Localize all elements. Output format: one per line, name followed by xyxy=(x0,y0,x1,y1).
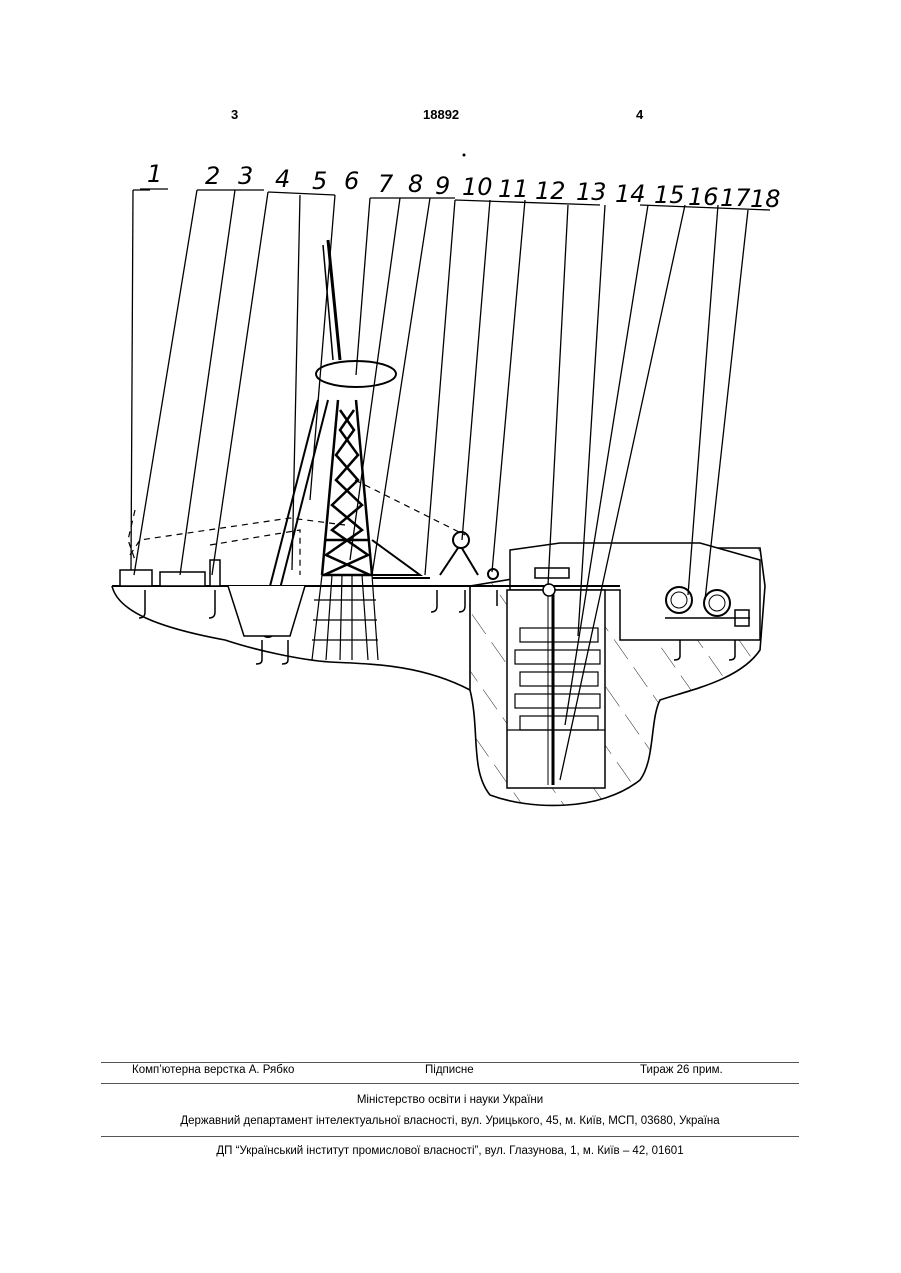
footer-rule-top xyxy=(101,1062,799,1063)
callout-label: 18 xyxy=(750,185,781,213)
layout-credit: Комп’ютерна верстка А. Рябко xyxy=(132,1064,294,1076)
callout-label: 3 xyxy=(238,162,253,190)
callout-label: 1 xyxy=(147,160,162,188)
callout-label: 15 xyxy=(654,181,685,209)
derrick-tower xyxy=(322,400,372,575)
footer-rule-bottom xyxy=(101,1136,799,1137)
department-address: Державний департамент інтелектуальної вл… xyxy=(101,1115,799,1127)
callout-label: 5 xyxy=(312,167,327,195)
callout-label: 6 xyxy=(344,167,359,195)
callout-label: 8 xyxy=(408,170,423,198)
callout-label: 16 xyxy=(688,183,719,211)
callout-label: 2 xyxy=(205,162,220,190)
callout-label: 14 xyxy=(615,180,646,208)
callout-label: 7 xyxy=(378,170,394,198)
circulation: Тираж 26 прим. xyxy=(640,1064,723,1076)
callout-label: 11 xyxy=(498,175,529,203)
callout-label: 17 xyxy=(720,184,751,212)
signed-note: Підписне xyxy=(425,1064,474,1076)
callout-label: 13 xyxy=(576,178,607,206)
institute-address: ДП “Український інститут промислової вла… xyxy=(101,1145,799,1157)
footer-rule-middle xyxy=(101,1083,799,1084)
callout-label: 9 xyxy=(435,172,450,200)
callout-label: 10 xyxy=(462,173,493,201)
callout-label: 4 xyxy=(275,165,290,193)
callout-label: 12 xyxy=(535,177,566,205)
shaft xyxy=(507,590,605,788)
ministry-name: Міністерство освіти і науки України xyxy=(101,1094,799,1106)
